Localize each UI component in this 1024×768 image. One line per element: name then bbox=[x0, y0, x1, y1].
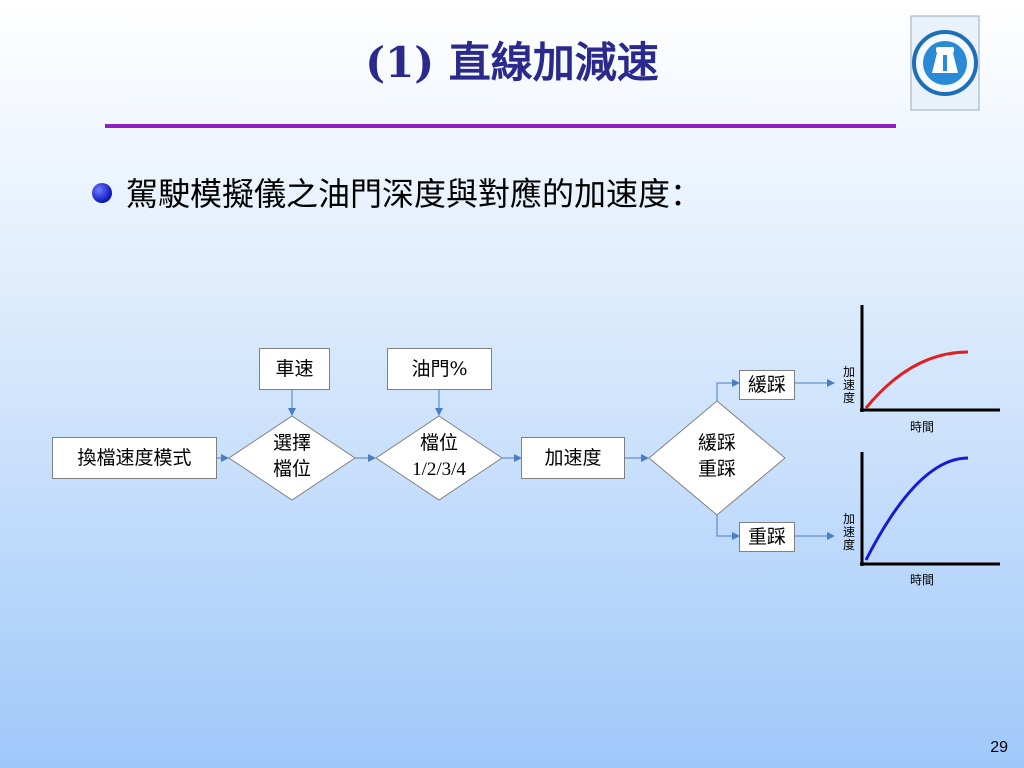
pedal-label: 緩踩 重踩 bbox=[677, 431, 757, 482]
gear-label: 檔位 1/2/3/4 bbox=[396, 431, 482, 482]
chart-top-curve-gentle bbox=[864, 350, 969, 409]
institution-logo bbox=[910, 15, 980, 111]
chart-bottom-ylabel: 加速度 bbox=[842, 512, 855, 552]
arrow-pedal-to-hard bbox=[716, 515, 740, 540]
select-gear-label: 選擇 檔位 bbox=[252, 431, 332, 482]
chart-bottom-curve-hard bbox=[864, 456, 969, 561]
select-gear-line1: 選擇 bbox=[272, 432, 311, 454]
title-divider bbox=[105, 124, 896, 128]
bullet-dot-icon bbox=[92, 182, 112, 203]
hard-press-box: 重踩 bbox=[739, 522, 795, 552]
slide-title: (1) 直線加減速 bbox=[365, 38, 659, 87]
throttle-box: 油門% bbox=[387, 348, 492, 390]
acceleration-box: 加速度 bbox=[521, 437, 625, 479]
bullet-text: 駕駛模擬儀之油門深度與對應的加速度： bbox=[126, 175, 703, 213]
chart-top-ylabel: 加速度 bbox=[842, 365, 855, 405]
gear-line2: 1/2/3/4 bbox=[412, 458, 466, 480]
arrow-pedal-to-gentle bbox=[716, 379, 740, 401]
select-gear-diamond bbox=[228, 415, 356, 501]
shift-mode-box: 換檔速度模式 bbox=[52, 437, 217, 479]
pedal-line2: 重踩 bbox=[697, 457, 736, 480]
gear-line1: 檔位 bbox=[419, 432, 458, 454]
chart-bottom-xlabel: 時間 bbox=[910, 573, 935, 587]
chart-top-xlabel: 時間 bbox=[910, 420, 935, 434]
vehicle-speed-box: 車速 bbox=[259, 348, 330, 390]
page-number: 29 bbox=[990, 739, 1008, 756]
pedal-line1: 緩踩 bbox=[697, 432, 736, 454]
gear-diamond bbox=[375, 415, 503, 501]
bullet-text-line: 駕駛模擬儀之油門深度與對應的加速度： bbox=[92, 178, 702, 210]
gentle-press-box: 緩踩 bbox=[739, 370, 795, 400]
select-gear-line2: 檔位 bbox=[272, 457, 311, 480]
